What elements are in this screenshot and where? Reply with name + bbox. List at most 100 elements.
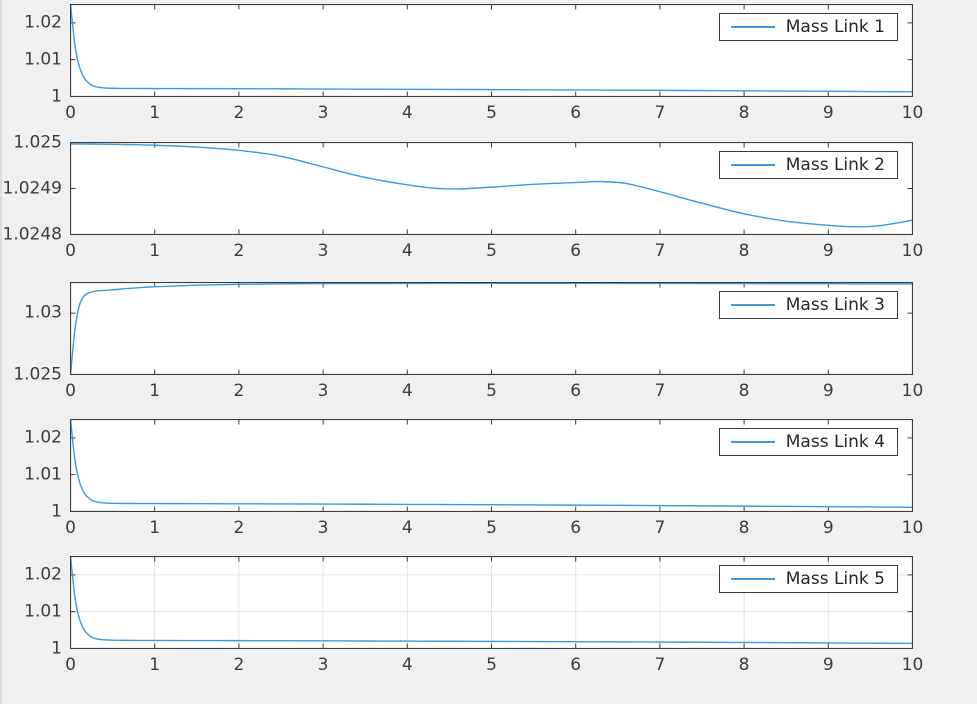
legend-line-sample	[730, 26, 775, 28]
xtick-label: 5	[486, 103, 497, 123]
axes-border	[70, 282, 913, 375]
xtick-label: 2	[233, 103, 245, 123]
xtick-label: 9	[822, 381, 834, 401]
legend-line-sample	[730, 164, 775, 166]
xtick-label: 6	[570, 518, 582, 538]
ytick-label: 1.025	[13, 132, 62, 152]
subplot-1-legend[interactable]: Mass Link 1	[718, 13, 898, 41]
xtick-label: 10	[901, 103, 924, 123]
xtick-label: 0	[65, 103, 76, 123]
legend-label: Mass Link 2	[785, 154, 885, 175]
xtick-label: 8	[738, 241, 750, 261]
xtick-label: 4	[401, 518, 413, 538]
xtick-label: 7	[654, 241, 666, 261]
xtick-label: 3	[317, 655, 329, 675]
subplot-2-legend[interactable]: Mass Link 2	[718, 151, 898, 179]
xtick-label: 1	[149, 655, 161, 675]
xtick-label: 1	[149, 518, 161, 538]
ytick-label: 1.02	[24, 564, 62, 585]
window-left-edge	[0, 0, 2, 704]
xtick-label: 1	[149, 381, 161, 401]
xtick-label: 4	[401, 655, 413, 675]
xtick-label: 9	[822, 518, 834, 538]
axes-border	[70, 419, 913, 512]
xtick-label: 3	[317, 518, 329, 538]
ytick-label: 1	[51, 86, 62, 106]
xtick-label: 1	[149, 103, 161, 123]
xtick-label: 6	[570, 103, 582, 123]
ytick-label: 1.025	[13, 364, 62, 384]
subplot-3-legend[interactable]: Mass Link 3	[718, 291, 898, 319]
xtick-label: 4	[401, 241, 413, 261]
ytick-label: 1.0249	[2, 178, 62, 198]
xtick-label: 10	[901, 241, 924, 261]
xtick-label: 5	[486, 241, 497, 261]
ytick-label: 1.01	[24, 464, 62, 485]
axes-border	[70, 142, 913, 235]
xtick-label: 6	[570, 381, 582, 401]
subplot-5-legend[interactable]: Mass Link 5	[718, 565, 898, 593]
xtick-label: 8	[738, 655, 750, 675]
xtick-label: 9	[822, 655, 834, 675]
series-line	[70, 556, 913, 645]
xtick-label: 6	[570, 241, 582, 261]
xtick-label: 5	[486, 518, 497, 538]
series-line	[70, 282, 913, 375]
xtick-label: 10	[901, 518, 924, 538]
xtick-label: 7	[654, 518, 666, 538]
legend-line-sample	[730, 441, 775, 443]
xtick-label: 8	[738, 518, 750, 538]
subplot-4-legend[interactable]: Mass Link 4	[718, 428, 898, 456]
legend-label: Mass Link 5	[785, 568, 885, 589]
xtick-label: 10	[901, 381, 924, 401]
xtick-label: 5	[486, 381, 497, 401]
xtick-label: 9	[822, 103, 834, 123]
series-line	[70, 419, 913, 508]
xtick-label: 7	[654, 655, 666, 675]
xtick-label: 3	[317, 381, 329, 401]
xtick-label: 7	[654, 381, 666, 401]
ytick-label: 1	[51, 501, 62, 521]
series-line	[70, 143, 913, 228]
legend-label: Mass Link 4	[785, 431, 885, 452]
axes-border	[70, 4, 913, 97]
subplot-2: 1.0248 1.0249 1.025 0 1 2 3 4 5 6 7 8 9 10 Mass Link…	[3, 134, 924, 260]
legend-label: Mass Link 3	[785, 294, 885, 315]
ytick-label: 1.02	[24, 427, 62, 448]
xtick-label: 6	[570, 655, 582, 675]
xtick-label: 9	[822, 241, 834, 261]
legend-line-sample	[730, 304, 775, 306]
xtick-label: 2	[233, 655, 245, 675]
xtick-label: 3	[317, 241, 329, 261]
ytick-label: 1.01	[24, 49, 62, 70]
xtick-label: 8	[738, 103, 750, 123]
ytick-label: 1.01	[24, 601, 62, 622]
xtick-label: 2	[233, 241, 245, 261]
xtick-label: 10	[901, 655, 924, 675]
legend-label: Mass Link 1	[785, 16, 885, 37]
xtick-label: 2	[233, 518, 245, 538]
xtick-label: 2	[233, 381, 245, 401]
xtick-label: 7	[654, 103, 666, 123]
axes-border	[70, 556, 913, 649]
xtick-label: 8	[738, 381, 750, 401]
ytick-label: 1	[51, 638, 62, 658]
xtick-label: 4	[401, 381, 413, 401]
xtick-label: 3	[317, 103, 329, 123]
xtick-label: 5	[486, 655, 497, 675]
xtick-label: 0	[65, 655, 76, 675]
xtick-label: 0	[65, 381, 76, 401]
xtick-label: 0	[65, 241, 76, 261]
xtick-label: 4	[401, 103, 413, 123]
legend-line-sample	[730, 578, 775, 580]
xtick-label: 1	[149, 241, 161, 261]
series-line	[70, 4, 913, 93]
ytick-label: 1.02	[24, 12, 62, 33]
ytick-label: 1.0248	[2, 224, 62, 244]
xtick-label: 0	[65, 518, 76, 538]
